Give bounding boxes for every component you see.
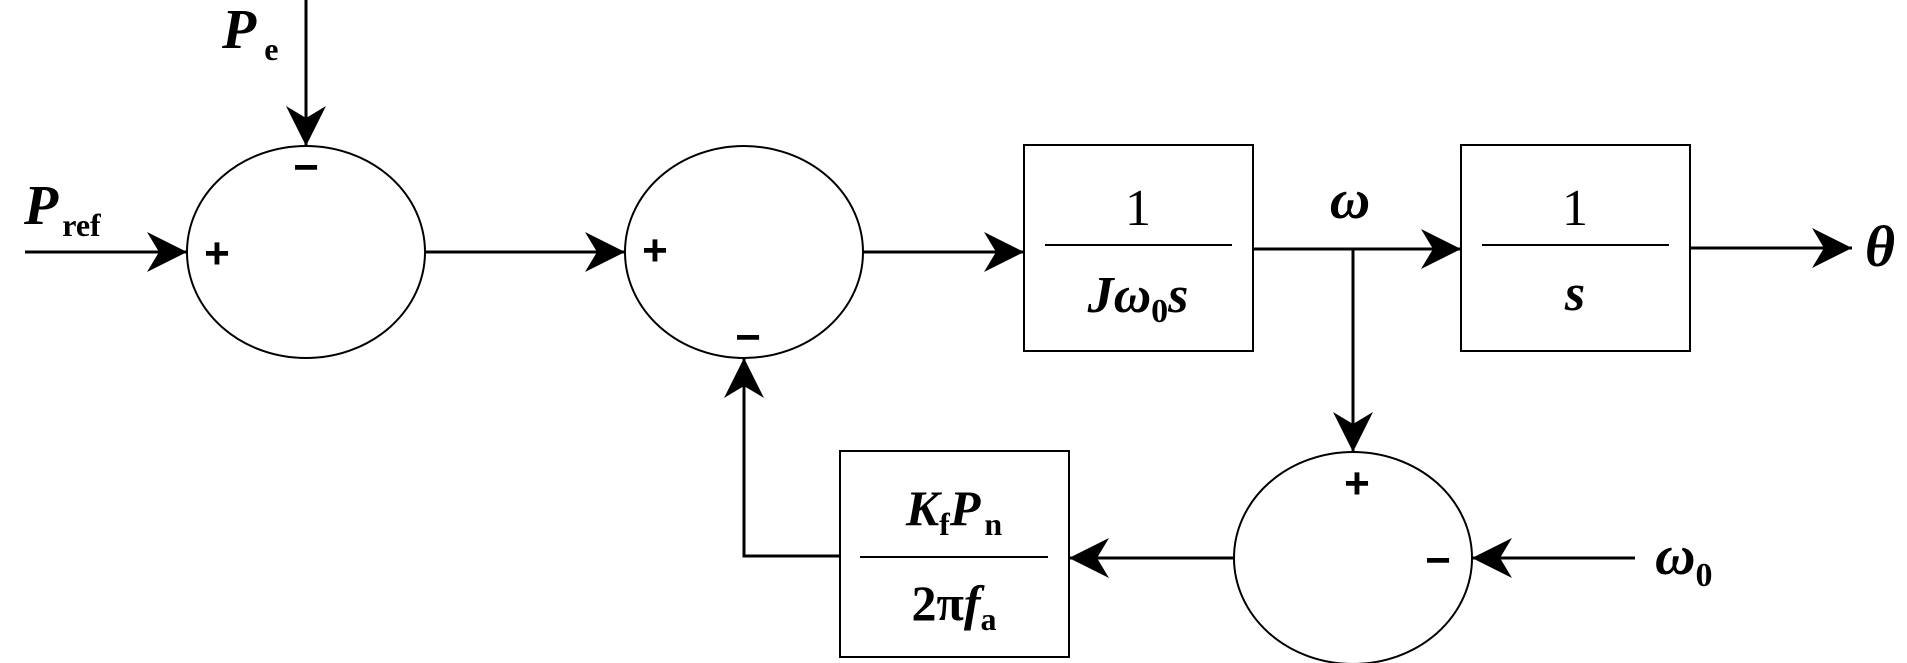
pref-label-sub: ref [62, 207, 101, 243]
pref-label-main: P [23, 175, 59, 237]
damping-den-2pi: 2π [911, 575, 963, 631]
pe-label-main: P [221, 0, 257, 61]
damping-num-p: P [949, 480, 981, 536]
pe-label-sub: e [264, 31, 278, 67]
omega0-label-sub: 0 [1696, 557, 1713, 594]
theta-label: θ [1865, 214, 1895, 279]
damping-feedback-line [724, 358, 840, 558]
damping-num-k: K [905, 480, 943, 536]
damping-den-f-sub: a [981, 601, 997, 637]
inertia-den-omega: ω [1114, 267, 1152, 324]
omega0-label: ω0 [1655, 525, 1713, 594]
inertia-den-omega-sub: 0 [1151, 293, 1168, 330]
sum2-sign-plus: + [642, 226, 668, 275]
sum1-sign-plus: + [204, 229, 230, 278]
sum3-sign-plus: + [1344, 459, 1370, 508]
damping-num-k-sub: f [939, 506, 950, 542]
sum3-sign-minus: − [1425, 536, 1451, 585]
inertia-denominator: Jω0s [1087, 267, 1189, 330]
omega-label: ω [1330, 169, 1371, 231]
inertia-numerator: 1 [1125, 180, 1151, 237]
sum2-sign-minus: − [735, 313, 761, 362]
inertia-den-j: J [1087, 267, 1116, 324]
integrator-numerator: 1 [1562, 180, 1588, 237]
damping-denominator: 2πfa [911, 575, 996, 637]
damping-num-p-sub: n [984, 506, 1002, 542]
integrator-denominator: s [1564, 265, 1585, 322]
sum1-sign-minus: − [293, 143, 319, 192]
inertia-den-s: s [1167, 267, 1188, 324]
omega0-label-main: ω [1655, 525, 1696, 587]
damping-den-f: f [964, 575, 985, 631]
